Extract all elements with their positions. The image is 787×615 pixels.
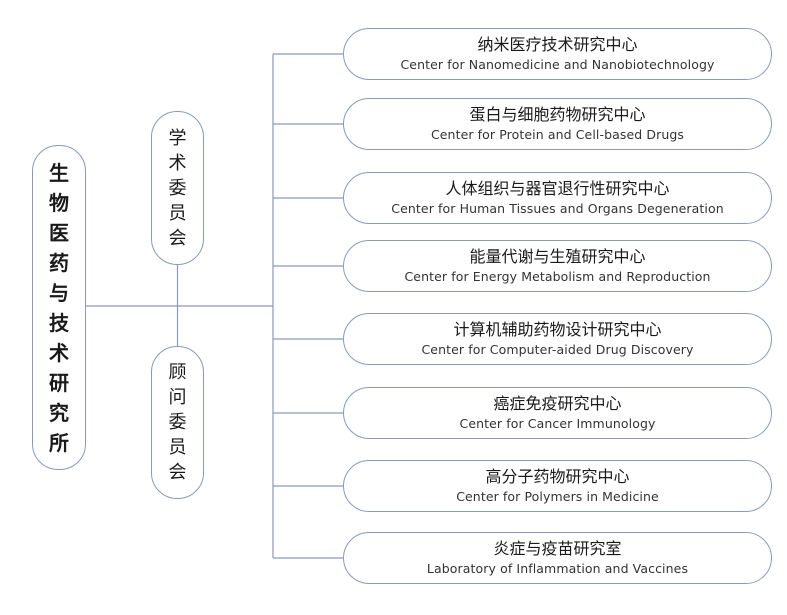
center-name-zh: 纳米医疗技术研究中心 bbox=[477, 35, 638, 54]
vertical-char: 究 bbox=[49, 400, 69, 425]
center-name-en: Center for Cancer Immunology bbox=[459, 416, 656, 431]
root-node: 生物医药与技术研究所 bbox=[32, 145, 86, 470]
vertical-char: 药 bbox=[49, 250, 69, 275]
center-node-protein-cell: 蛋白与细胞药物研究中心 Center for Protein and Cell-… bbox=[343, 98, 772, 150]
center-node-inflammation-vaccines: 炎症与疫苗研究室 Laboratory of Inflammation and … bbox=[343, 532, 772, 584]
advisory-committee-label: 顾问委员会 bbox=[169, 360, 187, 485]
vertical-char: 术 bbox=[168, 152, 187, 174]
vertical-char: 生 bbox=[49, 160, 69, 185]
vertical-char: 会 bbox=[168, 462, 187, 483]
vertical-char: 所 bbox=[49, 430, 69, 455]
center-name-en: Center for Nanomedicine and Nanobiotechn… bbox=[400, 57, 715, 72]
center-name-zh: 癌症免疫研究中心 bbox=[493, 394, 622, 413]
vertical-char: 学 bbox=[168, 127, 187, 149]
vertical-char: 顾 bbox=[168, 362, 187, 383]
vertical-char: 技 bbox=[49, 310, 69, 335]
vertical-char: 委 bbox=[168, 177, 187, 199]
center-name-zh: 能量代谢与生殖研究中心 bbox=[469, 247, 646, 266]
center-node-cancer-immunology: 癌症免疫研究中心 Center for Cancer Immunology bbox=[343, 387, 772, 439]
center-node-computer-aided-drug: 计算机辅助药物设计研究中心 Center for Computer-aided … bbox=[343, 313, 772, 365]
vertical-char: 术 bbox=[49, 340, 69, 365]
vertical-char: 物 bbox=[49, 190, 69, 215]
vertical-char: 会 bbox=[168, 227, 187, 249]
center-name-zh: 炎症与疫苗研究室 bbox=[493, 539, 622, 558]
vertical-char: 员 bbox=[168, 437, 187, 458]
vertical-char: 研 bbox=[49, 370, 69, 395]
center-name-en: Center for Computer-aided Drug Discovery bbox=[421, 342, 694, 357]
vertical-char: 与 bbox=[49, 280, 69, 305]
center-node-energy-metabolism: 能量代谢与生殖研究中心 Center for Energy Metabolism… bbox=[343, 240, 772, 292]
center-node-nanomedicine: 纳米医疗技术研究中心 Center for Nanomedicine and N… bbox=[343, 28, 772, 80]
advisory-committee-node: 顾问委员会 bbox=[151, 346, 204, 499]
center-name-en: Center for Protein and Cell-based Drugs bbox=[430, 127, 685, 142]
center-node-tissue-degeneration: 人体组织与器官退行性研究中心 Center for Human Tissues … bbox=[343, 172, 772, 224]
center-name-zh: 高分子药物研究中心 bbox=[485, 467, 630, 486]
center-name-zh: 人体组织与器官退行性研究中心 bbox=[445, 179, 670, 198]
center-name-en: Center for Human Tissues and Organs Dege… bbox=[391, 201, 724, 216]
center-name-zh: 计算机辅助药物设计研究中心 bbox=[453, 320, 662, 339]
vertical-char: 医 bbox=[49, 220, 69, 245]
center-name-en: Center for Energy Metabolism and Reprodu… bbox=[404, 269, 711, 284]
vertical-char: 问 bbox=[168, 387, 187, 408]
root-label: 生物医药与技术研究所 bbox=[49, 158, 69, 458]
center-name-en: Laboratory of Inflammation and Vaccines bbox=[426, 561, 689, 576]
center-node-polymers: 高分子药物研究中心 Center for Polymers in Medicin… bbox=[343, 460, 772, 512]
academic-committee-node: 学术委员会 bbox=[151, 111, 204, 265]
vertical-char: 委 bbox=[168, 412, 187, 433]
center-name-en: Center for Polymers in Medicine bbox=[456, 489, 659, 504]
academic-committee-label: 学术委员会 bbox=[169, 126, 187, 251]
center-name-zh: 蛋白与细胞药物研究中心 bbox=[469, 105, 646, 124]
vertical-char: 员 bbox=[168, 202, 187, 224]
